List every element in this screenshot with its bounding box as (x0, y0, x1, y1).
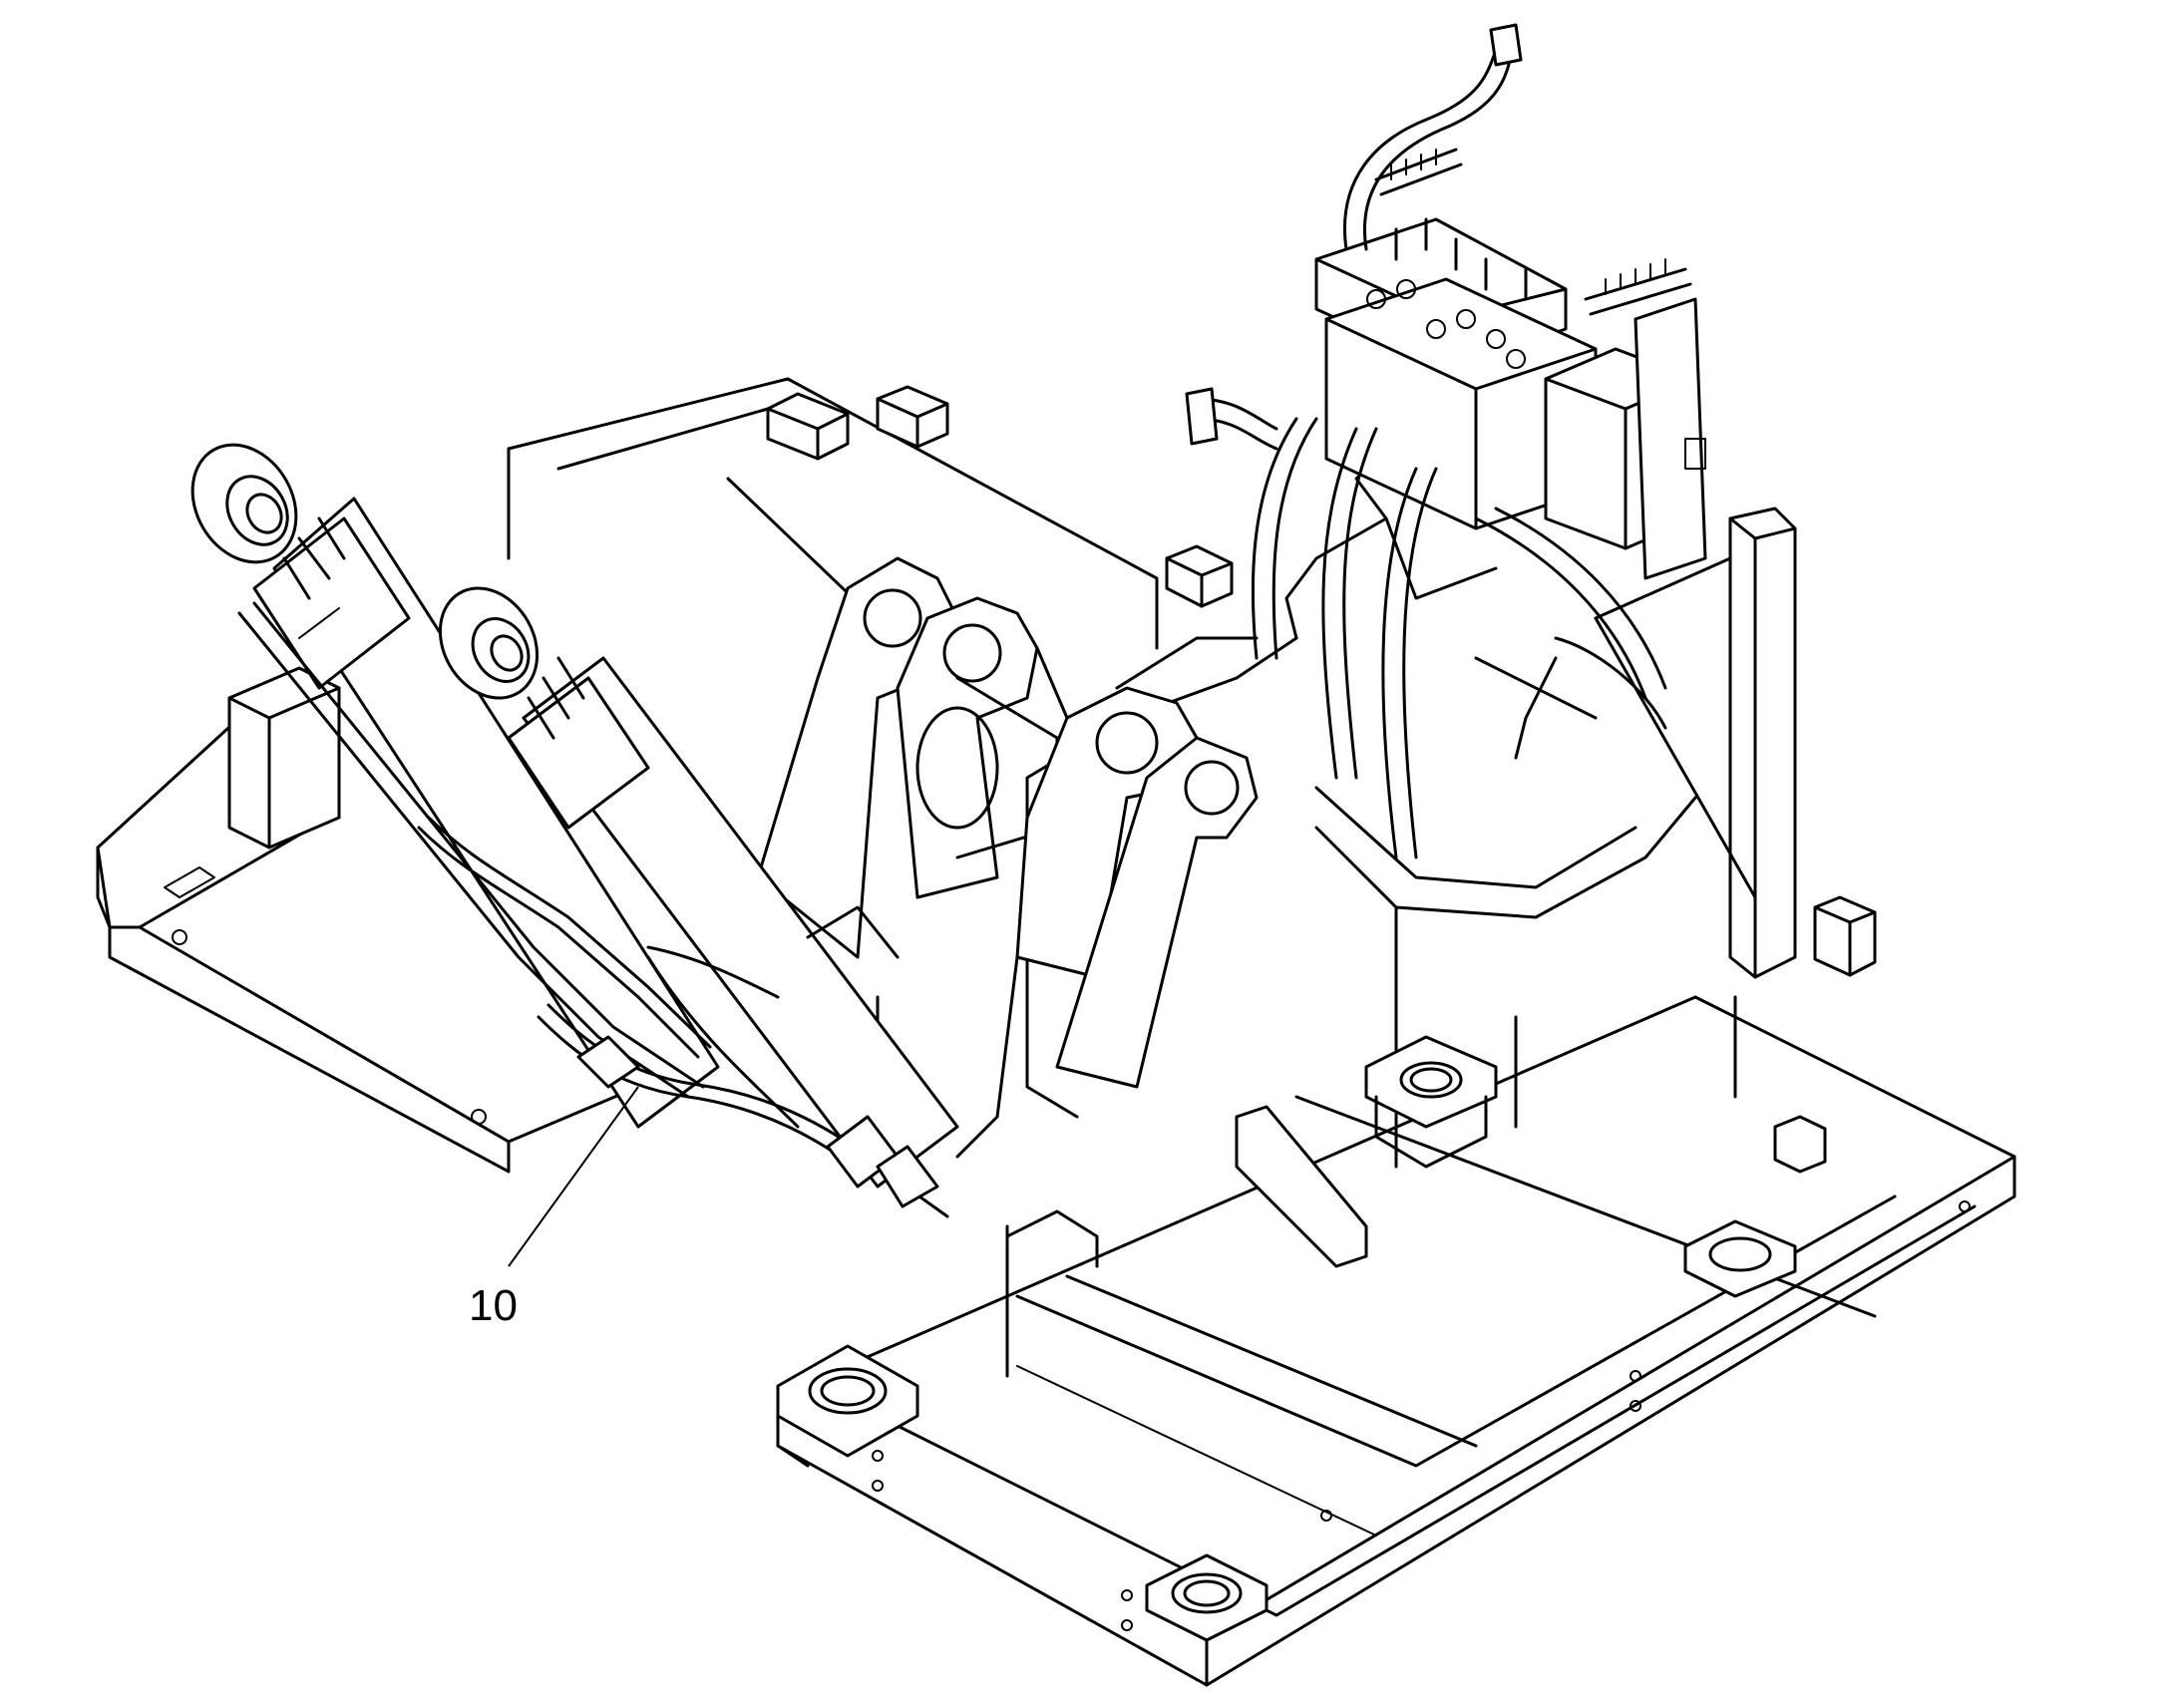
cylinder-hoses (237, 601, 939, 1208)
upper-frame (96, 377, 1877, 1174)
lower-frame (776, 995, 2016, 1687)
hose-clip-rails (1374, 148, 1692, 316)
boom-cylinder-right (438, 586, 959, 1189)
boom-pivot-brackets (756, 556, 1259, 1218)
control-valve-block (1314, 217, 1707, 580)
callout-10-leader (508, 1086, 639, 1267)
callout-label-10: 10 (469, 1281, 518, 1330)
upper-hoses (1185, 23, 1667, 859)
